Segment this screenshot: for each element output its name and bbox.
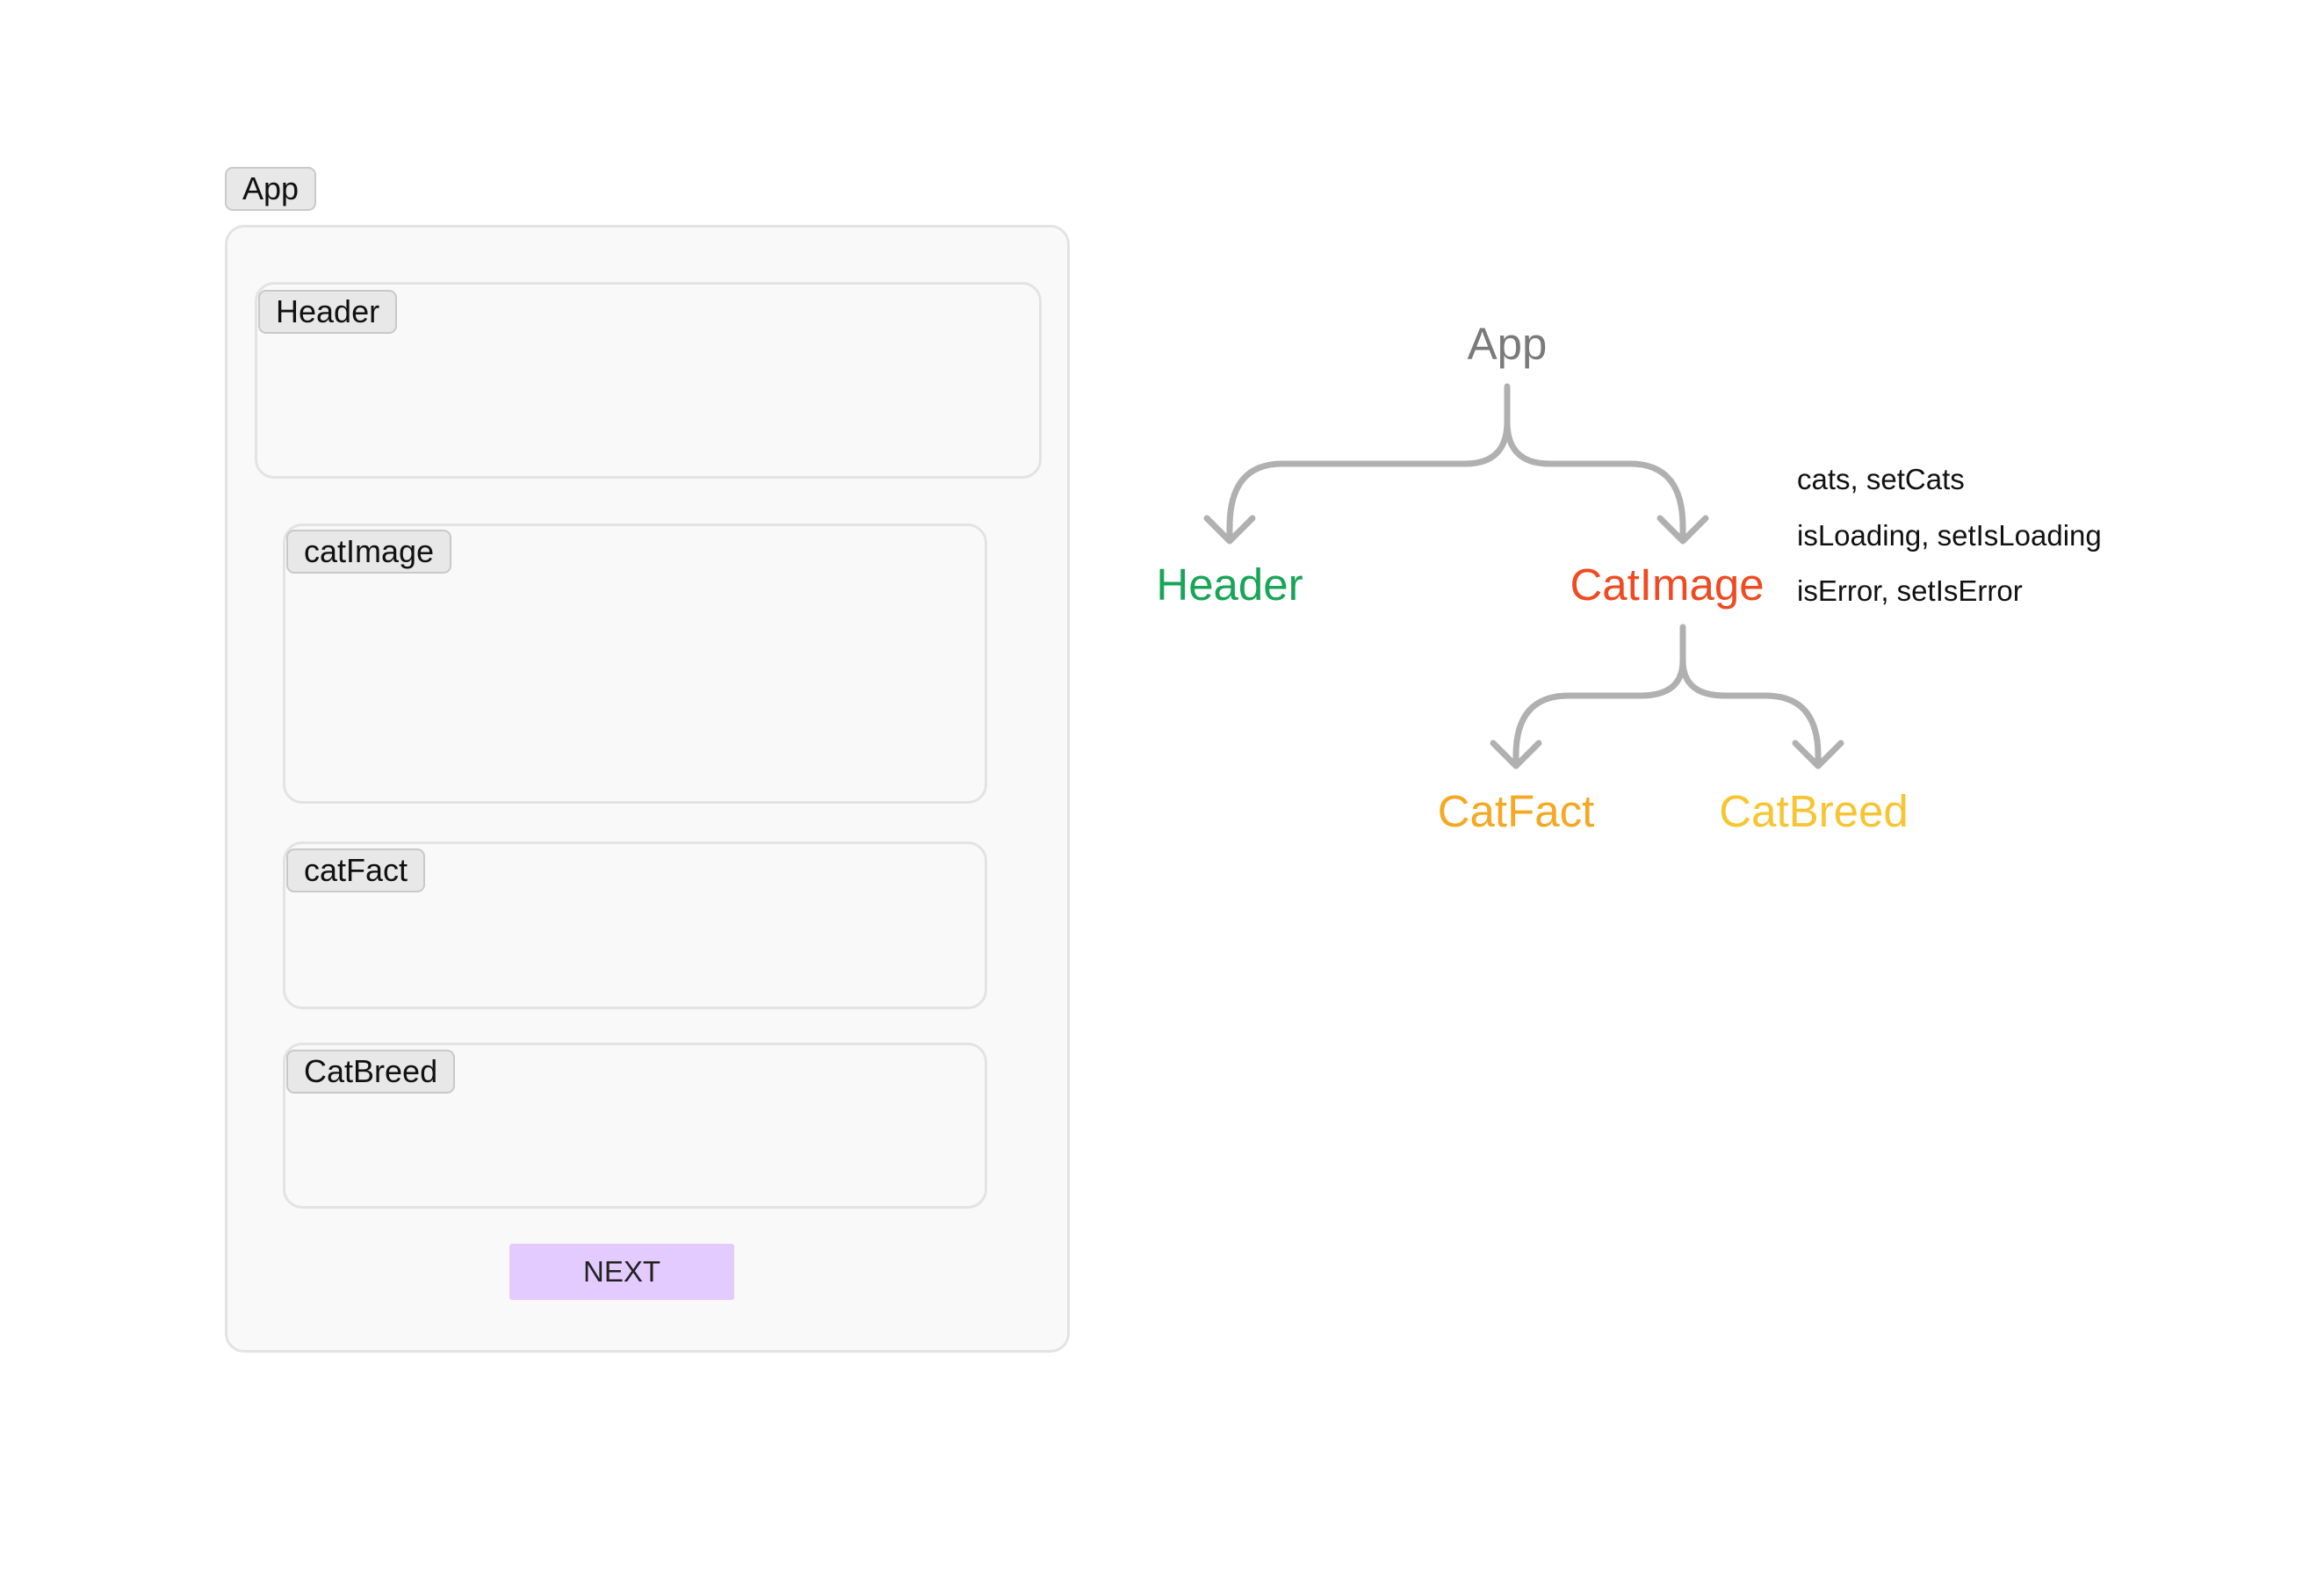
- root-to-catimage-connector: [1504, 418, 1686, 541]
- tree-node-catimage: CatImage: [1570, 560, 1765, 610]
- catimage-to-catbreed-connector: [1679, 657, 1822, 769]
- cat-image-tag: catImage: [286, 530, 452, 574]
- next-button[interactable]: NEXT: [509, 1244, 734, 1300]
- state-is-loading: isLoading, setIsLoading: [1797, 519, 2102, 552]
- state-cats: cats, setCats: [1797, 463, 1965, 495]
- cat-fact-container: [283, 841, 987, 1009]
- tree-node-app: App: [1467, 319, 1548, 369]
- cat-breed-tag: CatBreed: [286, 1050, 456, 1094]
- catfact-arrowhead: [1490, 740, 1542, 769]
- catimage-to-catfact-connector: [1512, 624, 1686, 769]
- header-tag: Header: [258, 290, 398, 334]
- header-arrowhead: [1203, 515, 1256, 545]
- tree-node-header: Header: [1156, 560, 1303, 610]
- tree-node-catbreed: CatBreed: [1719, 786, 1909, 836]
- state-is-error: isError, setIsError: [1797, 574, 2023, 607]
- tree-node-catfact: CatFact: [1437, 786, 1595, 836]
- app-tag: App: [225, 167, 317, 211]
- cat-fact-tag: catFact: [286, 848, 426, 892]
- catimage-arrowhead: [1656, 515, 1709, 545]
- catbreed-arrowhead: [1792, 740, 1844, 769]
- root-to-header-connector: [1226, 383, 1511, 541]
